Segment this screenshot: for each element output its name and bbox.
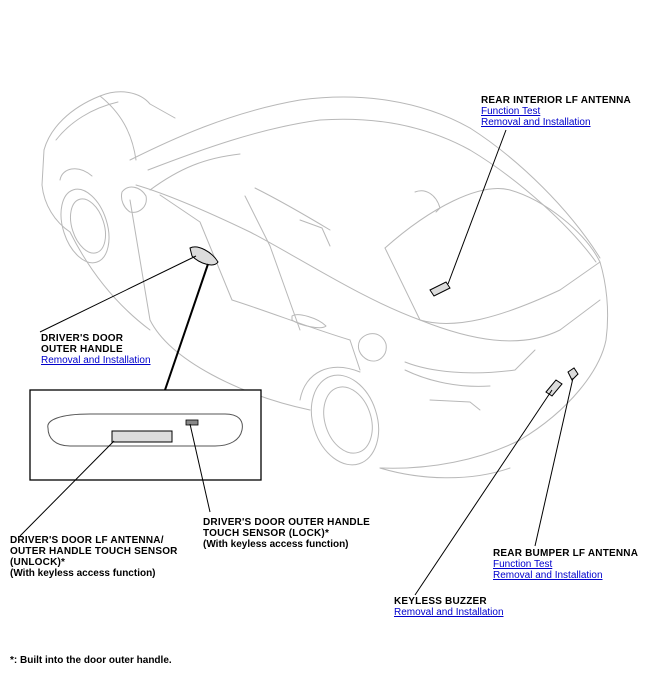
callout-rear-interior-lf-antenna: REAR INTERIOR LF ANTENNA Function Test R… bbox=[481, 95, 631, 128]
lock-sensor-area bbox=[185, 419, 199, 426]
callout-note: (With keyless access function) bbox=[10, 568, 156, 579]
callout-title: REAR INTERIOR LF ANTENNA bbox=[481, 95, 631, 106]
leader-keyless-buzzer bbox=[414, 389, 553, 596]
leader-inset-to-handle bbox=[164, 263, 209, 391]
callout-touch-sensor-lock: DRIVER'S DOOR OUTER HANDLE TOUCH SENSOR … bbox=[203, 517, 370, 550]
leader-unlock-sensor bbox=[19, 440, 115, 537]
footnote: *: Built into the door outer handle. bbox=[10, 655, 172, 666]
removal-installation-link[interactable]: Removal and Installation bbox=[394, 607, 504, 618]
leader-lock-sensor bbox=[189, 423, 211, 513]
callout-title-line: TOUCH SENSOR (LOCK)* bbox=[203, 528, 330, 539]
callout-title-line: DRIVER'S DOOR LF ANTENNA/ bbox=[10, 535, 164, 546]
function-test-link[interactable]: Function Test bbox=[493, 559, 553, 570]
leader-lines bbox=[19, 129, 574, 596]
callout-keyless-buzzer: KEYLESS BUZZER Removal and Installation bbox=[394, 596, 504, 618]
callout-rear-bumper-lf-antenna: REAR BUMPER LF ANTENNA Function Test Rem… bbox=[493, 548, 638, 581]
removal-installation-link[interactable]: Removal and Installation bbox=[41, 355, 151, 366]
callout-title-line: OUTER HANDLE TOUCH SENSOR bbox=[10, 546, 178, 557]
vehicle-outline bbox=[41, 91, 609, 479]
callout-title-line: DRIVER'S DOOR bbox=[41, 333, 124, 344]
callout-title: KEYLESS BUZZER bbox=[394, 596, 487, 607]
unlock-sensor-area bbox=[111, 430, 173, 443]
function-test-link[interactable]: Function Test bbox=[481, 106, 541, 117]
callout-title-line: OUTER HANDLE bbox=[41, 344, 123, 355]
removal-installation-link[interactable]: Removal and Installation bbox=[481, 117, 591, 128]
leader-rear-bumper bbox=[534, 377, 574, 547]
callout-title: REAR BUMPER LF ANTENNA bbox=[493, 548, 639, 559]
callout-lf-antenna-unlock-sensor: DRIVER'S DOOR LF ANTENNA/ OUTER HANDLE T… bbox=[10, 535, 178, 579]
callout-note: (With keyless access function) bbox=[203, 539, 349, 550]
callout-title-line: DRIVER'S DOOR OUTER HANDLE bbox=[203, 517, 371, 528]
component-markers bbox=[189, 246, 579, 397]
leader-door-handle bbox=[39, 255, 197, 333]
door-handle-detail-inset bbox=[29, 389, 262, 481]
removal-installation-link[interactable]: Removal and Installation bbox=[493, 570, 603, 581]
leader-rear-interior bbox=[447, 129, 507, 285]
callout-title-line: (UNLOCK)* bbox=[10, 557, 66, 568]
callout-drivers-door-outer-handle: DRIVER'S DOOR OUTER HANDLE Removal and I… bbox=[41, 333, 151, 366]
